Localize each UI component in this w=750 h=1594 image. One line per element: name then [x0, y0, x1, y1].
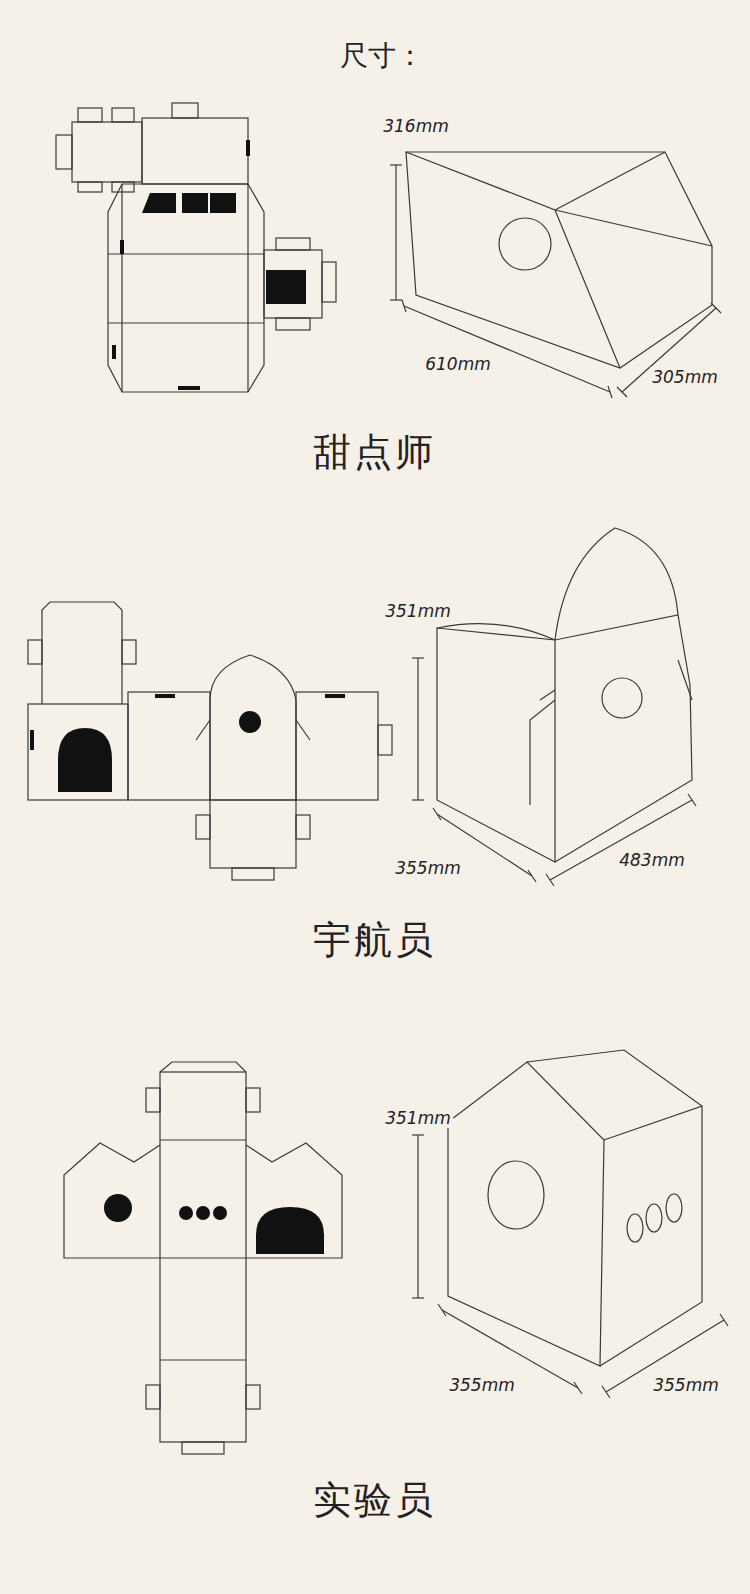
dimension-label: 355mm — [651, 1375, 721, 1395]
dimension-label: 355mm — [393, 858, 463, 878]
dimension-label: 316mm — [381, 116, 451, 136]
dimension-label: 355mm — [447, 1375, 517, 1395]
product-name: 宇航员 — [311, 915, 438, 966]
product-name: 实验员 — [311, 1475, 438, 1526]
page-title: 尺寸： — [338, 37, 426, 75]
dimension-label: 351mm — [383, 601, 453, 621]
dimension-label: 610mm — [423, 354, 493, 374]
dimension-label: 351mm — [383, 1108, 453, 1128]
product-name: 甜点师 — [311, 427, 438, 478]
dimension-label: 483mm — [617, 850, 687, 870]
dimension-label: 305mm — [650, 367, 720, 387]
